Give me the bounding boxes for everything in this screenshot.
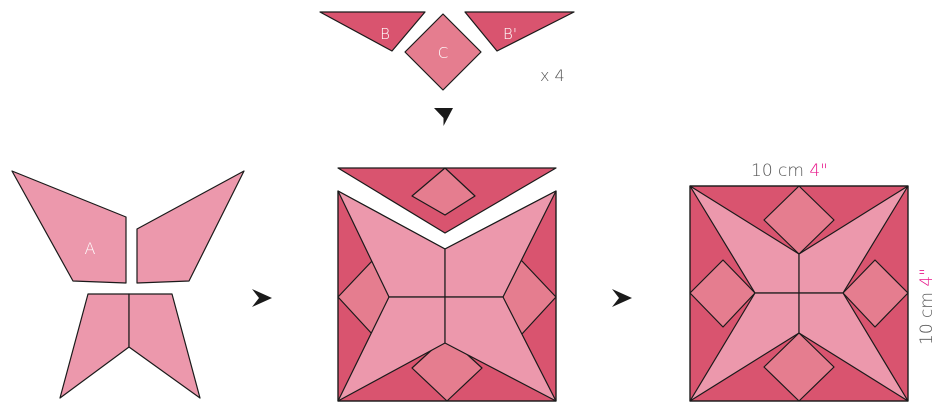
piece-a-top-right [137,171,244,283]
width-cm: 10 cm [751,161,804,181]
piece-a-top-left [12,171,126,283]
piece-b-label: B [380,25,390,43]
height-in: 4" [917,268,937,287]
middle-block [338,168,556,401]
arrowhead-right-icon [252,289,272,307]
piece-b-prime [465,12,574,51]
width-in: 4" [809,161,828,181]
arrowhead-down-icon [434,108,453,126]
piece-b [320,12,425,51]
multiplier-label: x 4 [540,66,565,85]
a-pieces-group [12,171,244,398]
piece-a-bottom-right [129,294,200,398]
piece-a-label: A [85,239,96,258]
height-cm: 10 cm [917,292,937,345]
arrowhead-right-icon [612,289,632,307]
height-dimension-label: 10 cm 4" [917,268,937,345]
piece-b-prime-label: B' [503,25,517,43]
finished-block [690,186,908,401]
piece-a-bottom-left [60,294,129,398]
piece-c-label: C [438,44,448,62]
width-dimension-label: 10 cm 4" [751,161,828,181]
